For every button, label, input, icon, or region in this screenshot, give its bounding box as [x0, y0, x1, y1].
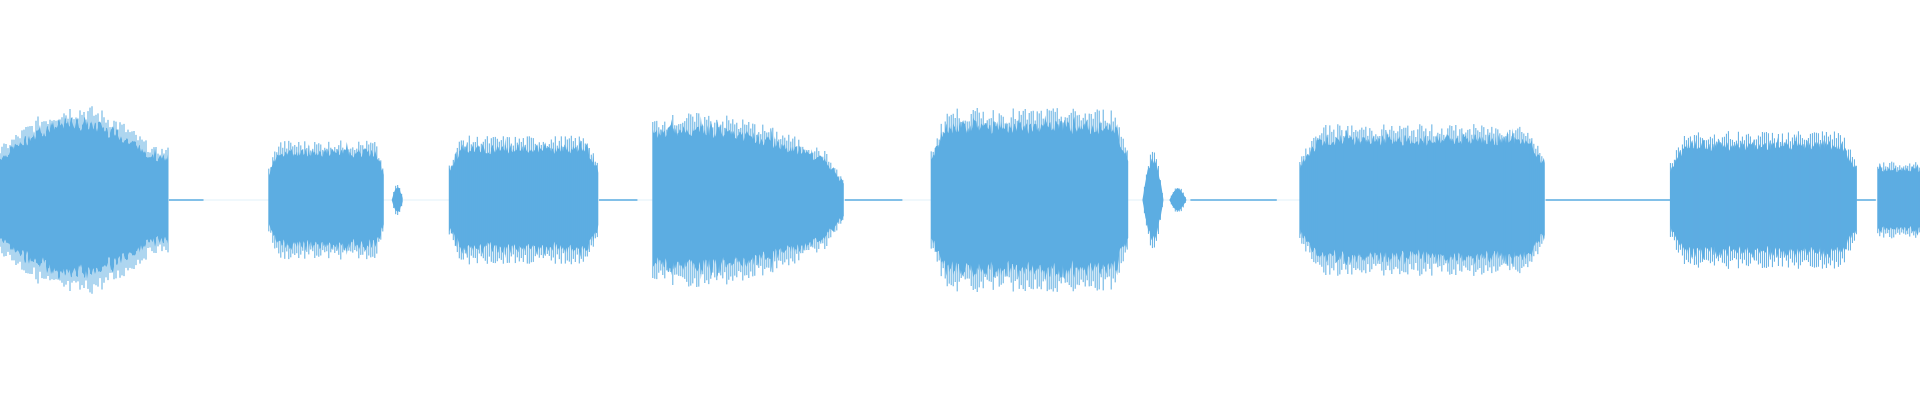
- waveform-sound-segment: [930, 108, 1129, 292]
- waveform-silence-segment: [1856, 199, 1876, 201]
- waveform-sound-segment: [0, 106, 169, 294]
- waveform-sound-segment: [1299, 124, 1545, 276]
- waveform-silence-segment: [599, 199, 638, 201]
- waveform-baseline: [1856, 199, 1876, 201]
- waveform-sound-segment: [652, 112, 844, 288]
- waveform-baseline: [599, 199, 638, 201]
- waveform-sound-segment: [1669, 131, 1857, 269]
- waveform-sound-segment: [391, 185, 403, 215]
- waveform-silence-segment: [1190, 199, 1277, 201]
- waveform-sound-segment: [448, 135, 599, 265]
- waveform-silence-segment: [1545, 199, 1671, 201]
- waveform-sound-segment: [1142, 151, 1164, 249]
- waveform-baseline: [1190, 199, 1277, 201]
- waveform-silence-segment: [168, 199, 204, 201]
- waveform-baseline: [844, 199, 903, 201]
- waveform-baseline: [1545, 199, 1671, 201]
- waveform-baseline: [168, 199, 204, 201]
- waveform-silence-segment: [844, 199, 903, 201]
- waveform-sound-segment: [1877, 161, 1920, 239]
- waveform-sound-segment: [268, 140, 384, 260]
- waveform-sound-segment: [1169, 188, 1187, 212]
